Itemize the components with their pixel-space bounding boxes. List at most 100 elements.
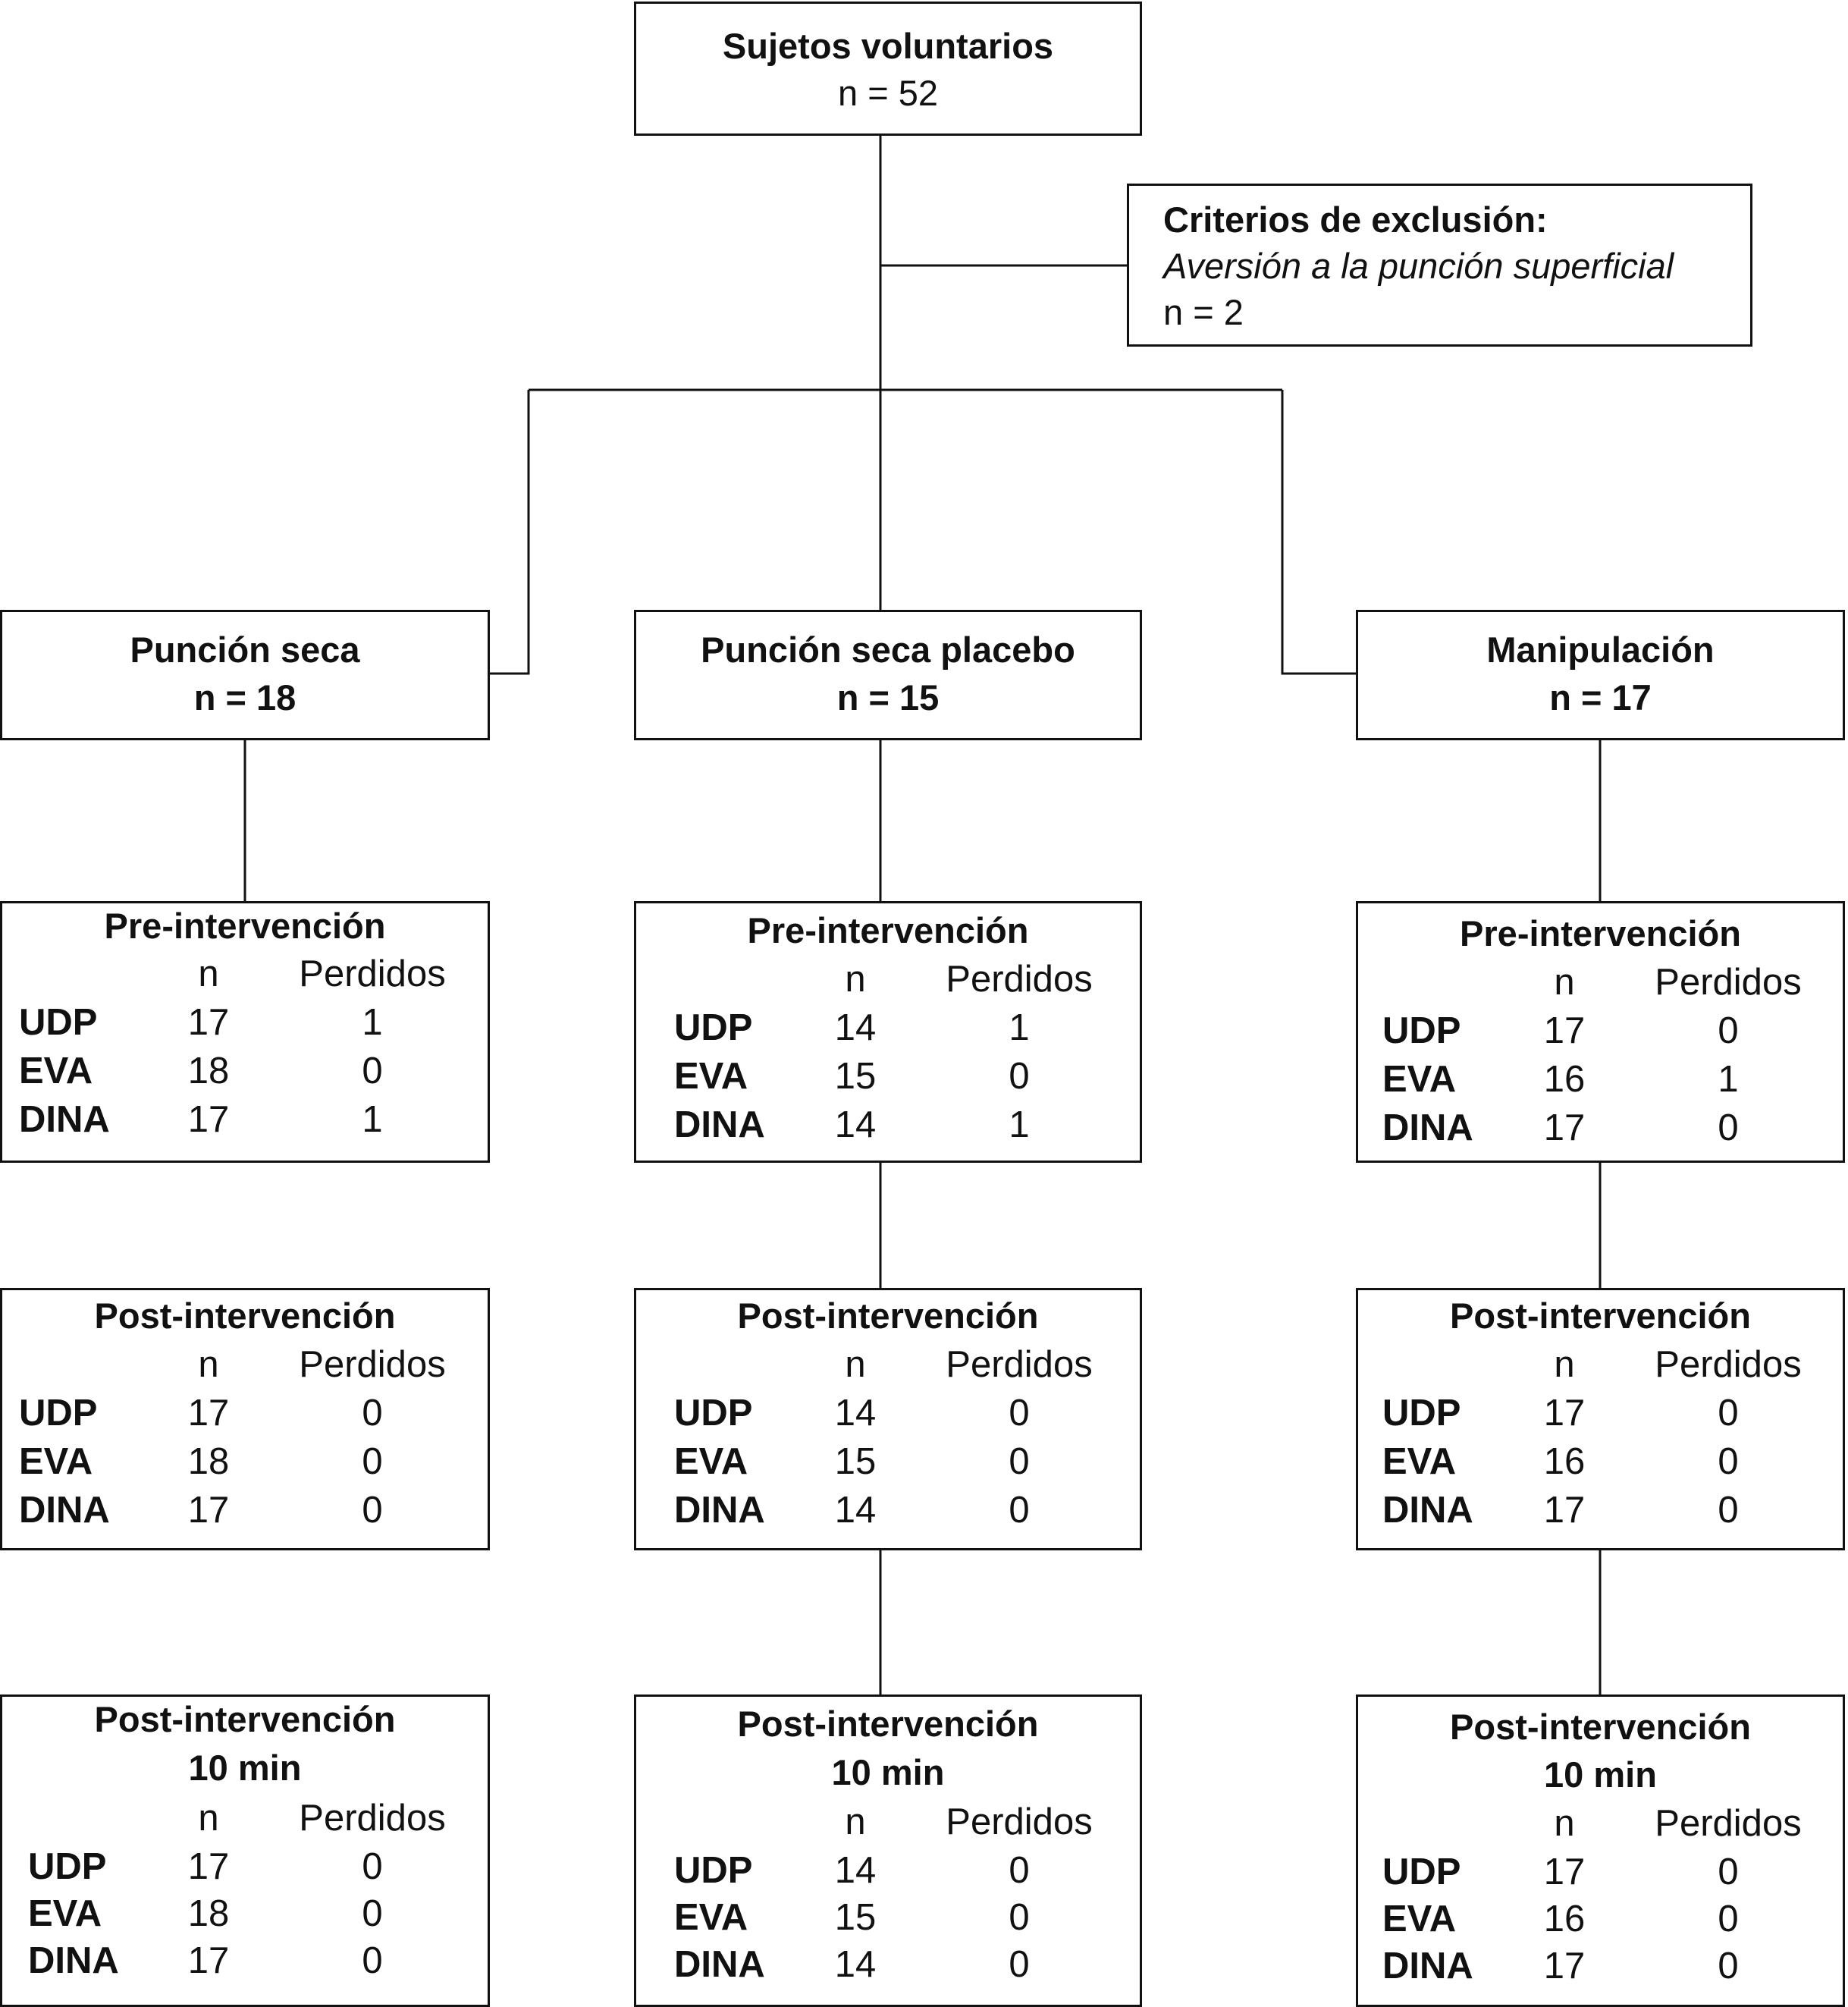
row-lost: 0 — [362, 1846, 383, 1887]
row-n: 14 — [834, 1850, 877, 1891]
row-label: UDP — [674, 1393, 753, 1434]
stage-box-pre: Pre-intervención n Perdidos UDP 14 1 EVA… — [634, 901, 1142, 1163]
row-label: EVA — [1382, 1441, 1457, 1482]
row-lost: 0 — [362, 1441, 383, 1482]
row-lost: 0 — [362, 1051, 383, 1091]
row-lost: 0 — [1718, 1852, 1739, 1892]
stage-title: Post-intervención — [1450, 1296, 1751, 1336]
row-label: EVA — [674, 1441, 748, 1482]
row-label: EVA — [1382, 1059, 1457, 1100]
row-lost: 0 — [1718, 1899, 1739, 1939]
stage-box-post: Post-intervención n Perdidos UDP 17 0 EV… — [1356, 1288, 1845, 1550]
row-lost: 0 — [1009, 1441, 1030, 1482]
row-lost: 0 — [1009, 1393, 1030, 1434]
row-n: 16 — [1543, 1059, 1586, 1100]
row-n: 15 — [834, 1441, 877, 1482]
row-n: 17 — [1543, 1010, 1586, 1051]
stage-box-post-10min: Post-intervención 10 min n Perdidos UDP … — [634, 1694, 1142, 2007]
row-lost: 0 — [362, 1490, 383, 1531]
row-label: UDP — [1382, 1852, 1461, 1892]
row-label: EVA — [28, 1893, 102, 1934]
row-lost: 1 — [362, 1099, 383, 1140]
row-n: 16 — [1543, 1899, 1586, 1939]
column-header-n: n — [198, 953, 219, 994]
group-dry-needling-box: Punción seca n = 18 — [0, 610, 490, 740]
row-label: DINA — [674, 1944, 765, 1985]
row-lost: 1 — [1009, 1007, 1030, 1048]
row-lost: 0 — [362, 1893, 383, 1934]
stage-box-post-10min: Post-intervención 10 min n Perdidos UDP … — [0, 1694, 490, 2007]
row-lost: 1 — [362, 1002, 383, 1043]
row-n: 17 — [1543, 1490, 1586, 1531]
row-n: 18 — [187, 1441, 230, 1482]
row-n: 14 — [834, 1490, 877, 1531]
row-lost: 1 — [1718, 1059, 1739, 1100]
row-lost: 0 — [1009, 1490, 1030, 1531]
row-lost: 0 — [362, 1393, 383, 1434]
column-header-lost: Perdidos — [1655, 1344, 1802, 1385]
stage-title: Post-intervención — [737, 1704, 1039, 1744]
exclusion-title: Criterios de exclusión: — [1163, 199, 1548, 240]
row-lost: 0 — [1718, 1107, 1739, 1148]
column-header-n: n — [1554, 1344, 1575, 1385]
group-name: Punción seca placebo — [701, 630, 1075, 670]
row-n: 17 — [187, 1490, 230, 1531]
row-n: 17 — [187, 1846, 230, 1887]
row-lost: 0 — [1009, 1056, 1030, 1097]
row-n: 16 — [1543, 1441, 1586, 1482]
column-header-n: n — [198, 1798, 219, 1839]
row-n: 17 — [1543, 1852, 1586, 1892]
column-header-lost: Perdidos — [1655, 962, 1802, 1003]
column-header-lost: Perdidos — [299, 953, 446, 994]
row-lost: 0 — [1718, 1946, 1739, 1987]
row-n: 14 — [834, 1007, 877, 1048]
stage-subtitle: 10 min — [188, 1748, 302, 1788]
row-label: EVA — [1382, 1899, 1457, 1939]
stage-box-post: Post-intervención n Perdidos UDP 14 0 EV… — [634, 1288, 1142, 1550]
stage-title: Pre-intervención — [1460, 913, 1741, 953]
row-n: 17 — [187, 1940, 230, 1981]
exclusion-box: Criterios de exclusión: Aversión a la pu… — [1127, 184, 1752, 347]
stage-title: Post-intervención — [94, 1296, 396, 1336]
stage-title: Post-intervención — [94, 1699, 396, 1739]
stage-subtitle: 10 min — [831, 1752, 945, 1792]
column-header-lost: Perdidos — [299, 1798, 446, 1839]
stage-box-pre: Pre-intervención n Perdidos UDP 17 1 EVA… — [0, 901, 490, 1163]
row-label: DINA — [674, 1490, 765, 1531]
column-header-n: n — [845, 1344, 866, 1385]
row-label: UDP — [674, 1007, 753, 1048]
row-lost: 0 — [1718, 1393, 1739, 1434]
stage-subtitle: 10 min — [1544, 1754, 1657, 1795]
column-header-lost: Perdidos — [299, 1344, 446, 1385]
group-placebo-box: Punción seca placebo n = 15 — [634, 610, 1142, 740]
column-header-lost: Perdidos — [946, 1344, 1093, 1385]
row-label: DINA — [1382, 1490, 1473, 1531]
row-n: 15 — [834, 1897, 877, 1938]
stage-title: Pre-intervención — [104, 906, 386, 946]
exclusion-reason: Aversión a la punción superficial — [1163, 246, 1674, 286]
volunteers-title: Sujetos voluntarios — [722, 26, 1054, 66]
row-label: UDP — [1382, 1393, 1461, 1434]
group-manipulation-box: Manipulación n = 17 — [1356, 610, 1845, 740]
row-label: DINA — [19, 1490, 110, 1531]
column-header-n: n — [845, 1801, 866, 1842]
row-label: UDP — [1382, 1010, 1461, 1051]
row-label: DINA — [28, 1940, 119, 1981]
row-lost: 0 — [362, 1940, 383, 1981]
row-n: 17 — [1543, 1107, 1586, 1148]
column-header-n: n — [845, 959, 866, 1000]
row-label: UDP — [19, 1393, 98, 1434]
stage-title: Post-intervención — [1450, 1707, 1751, 1747]
row-lost: 0 — [1718, 1490, 1739, 1531]
column-header-n: n — [198, 1344, 219, 1385]
group-count: n = 15 — [836, 677, 940, 718]
stage-title: Pre-intervención — [747, 910, 1029, 950]
column-header-n: n — [1554, 962, 1575, 1003]
row-lost: 0 — [1009, 1897, 1030, 1938]
row-n: 14 — [834, 1944, 877, 1985]
row-n: 18 — [187, 1051, 230, 1091]
group-name: Punción seca — [130, 630, 360, 670]
row-label: EVA — [19, 1051, 93, 1091]
row-n: 14 — [834, 1104, 877, 1145]
